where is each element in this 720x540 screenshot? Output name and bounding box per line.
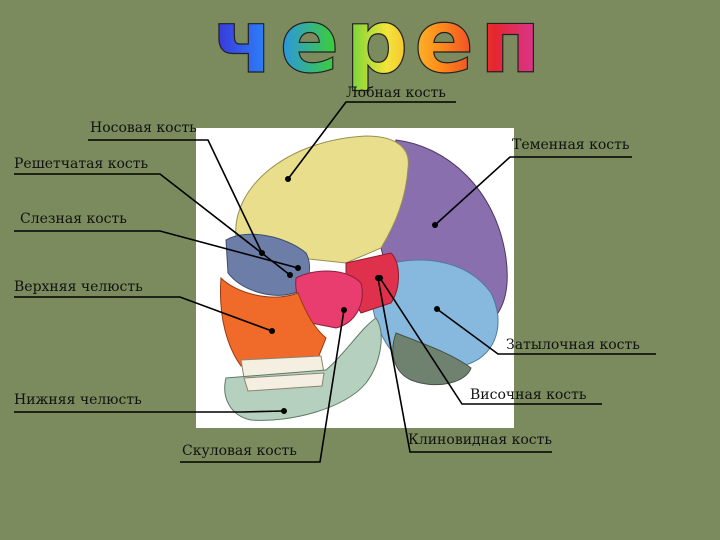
label-maxilla: Верхняя челюсть (14, 279, 143, 295)
label-temporal: Височная кость (470, 387, 587, 403)
dot-zygomatic (341, 307, 347, 313)
dot-sphenoid (375, 275, 381, 281)
leader-parietal (434, 156, 632, 226)
page-title: череп (213, 0, 547, 92)
label-occipital: Затылочная кость (506, 337, 640, 353)
title-banner: череп (213, 0, 547, 92)
leader-occipital (436, 308, 656, 355)
label-lacrimal: Слезная кость (20, 211, 127, 227)
label-nasal: Носовая кость (90, 120, 197, 136)
dot-ethmoid (287, 272, 293, 278)
maxilla-bone (219, 276, 327, 367)
label-zygomatic: Скуловая кость (182, 443, 297, 459)
leader-lacrimal (14, 230, 299, 269)
dot-mandible (281, 408, 287, 414)
label-frontal: Лобная кость (346, 85, 446, 101)
label-sphenoid: Клиновидная кость (408, 432, 552, 448)
dot-frontal (285, 176, 291, 182)
leader-mandible (14, 410, 285, 413)
leader-temporal (379, 277, 602, 405)
label-mandible: Нижняя челюсть (14, 392, 142, 408)
dot-nasal (259, 250, 265, 256)
skull-illustration (196, 128, 514, 428)
leader-zygomatic (180, 309, 345, 463)
lower-teeth (243, 372, 325, 392)
leader-maxilla (14, 296, 273, 332)
leader-frontal (287, 101, 456, 180)
frontal-bone (235, 135, 409, 264)
leader-ethmoid (14, 173, 291, 276)
leader-nasal (88, 139, 263, 254)
dot-maxilla (269, 328, 275, 334)
dot-lacrimal (295, 265, 301, 271)
dot-occipital (434, 306, 440, 312)
mandible-bone (224, 317, 382, 421)
leader-sphenoid (377, 277, 552, 453)
label-ethmoid: Решетчатая кость (14, 156, 149, 172)
dot-parietal (432, 222, 438, 228)
label-parietal: Теменная кость (512, 137, 630, 153)
